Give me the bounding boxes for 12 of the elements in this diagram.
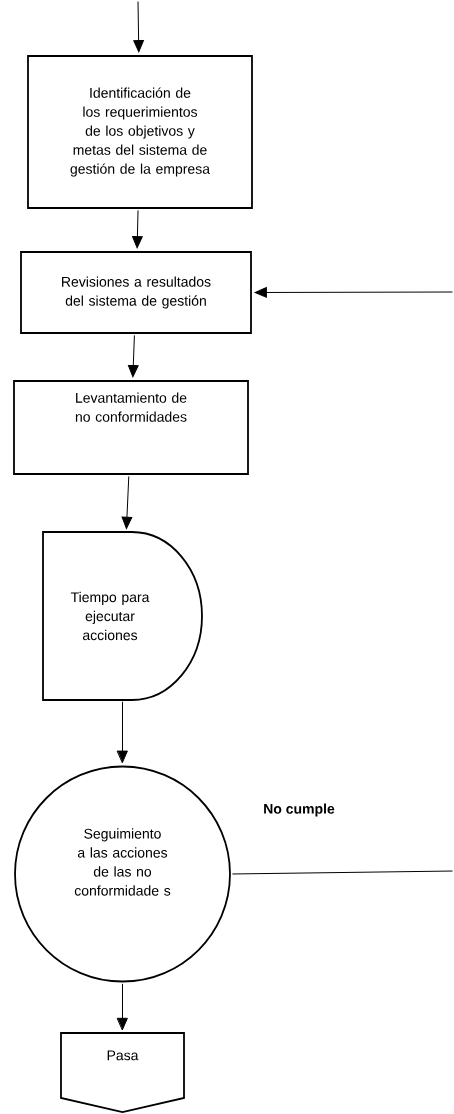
edge-label: No cumple [262,802,336,818]
arrow [121,476,133,530]
arrow [117,983,128,1030]
arrow [132,210,143,249]
process-box: Revisiones a resultados del sistema de gestión [20,251,252,334]
process-box: Identificación de los requerimientos de los objetivos y metas del sistema de gestión de la empresa [27,55,253,209]
process-box: Levantamiento de no conformidades [13,380,249,475]
arrow [133,1,144,53]
arrow [127,335,139,378]
arrow [117,701,128,763]
off-page-connector: Pasa [60,1032,185,1113]
arrow [254,287,453,298]
